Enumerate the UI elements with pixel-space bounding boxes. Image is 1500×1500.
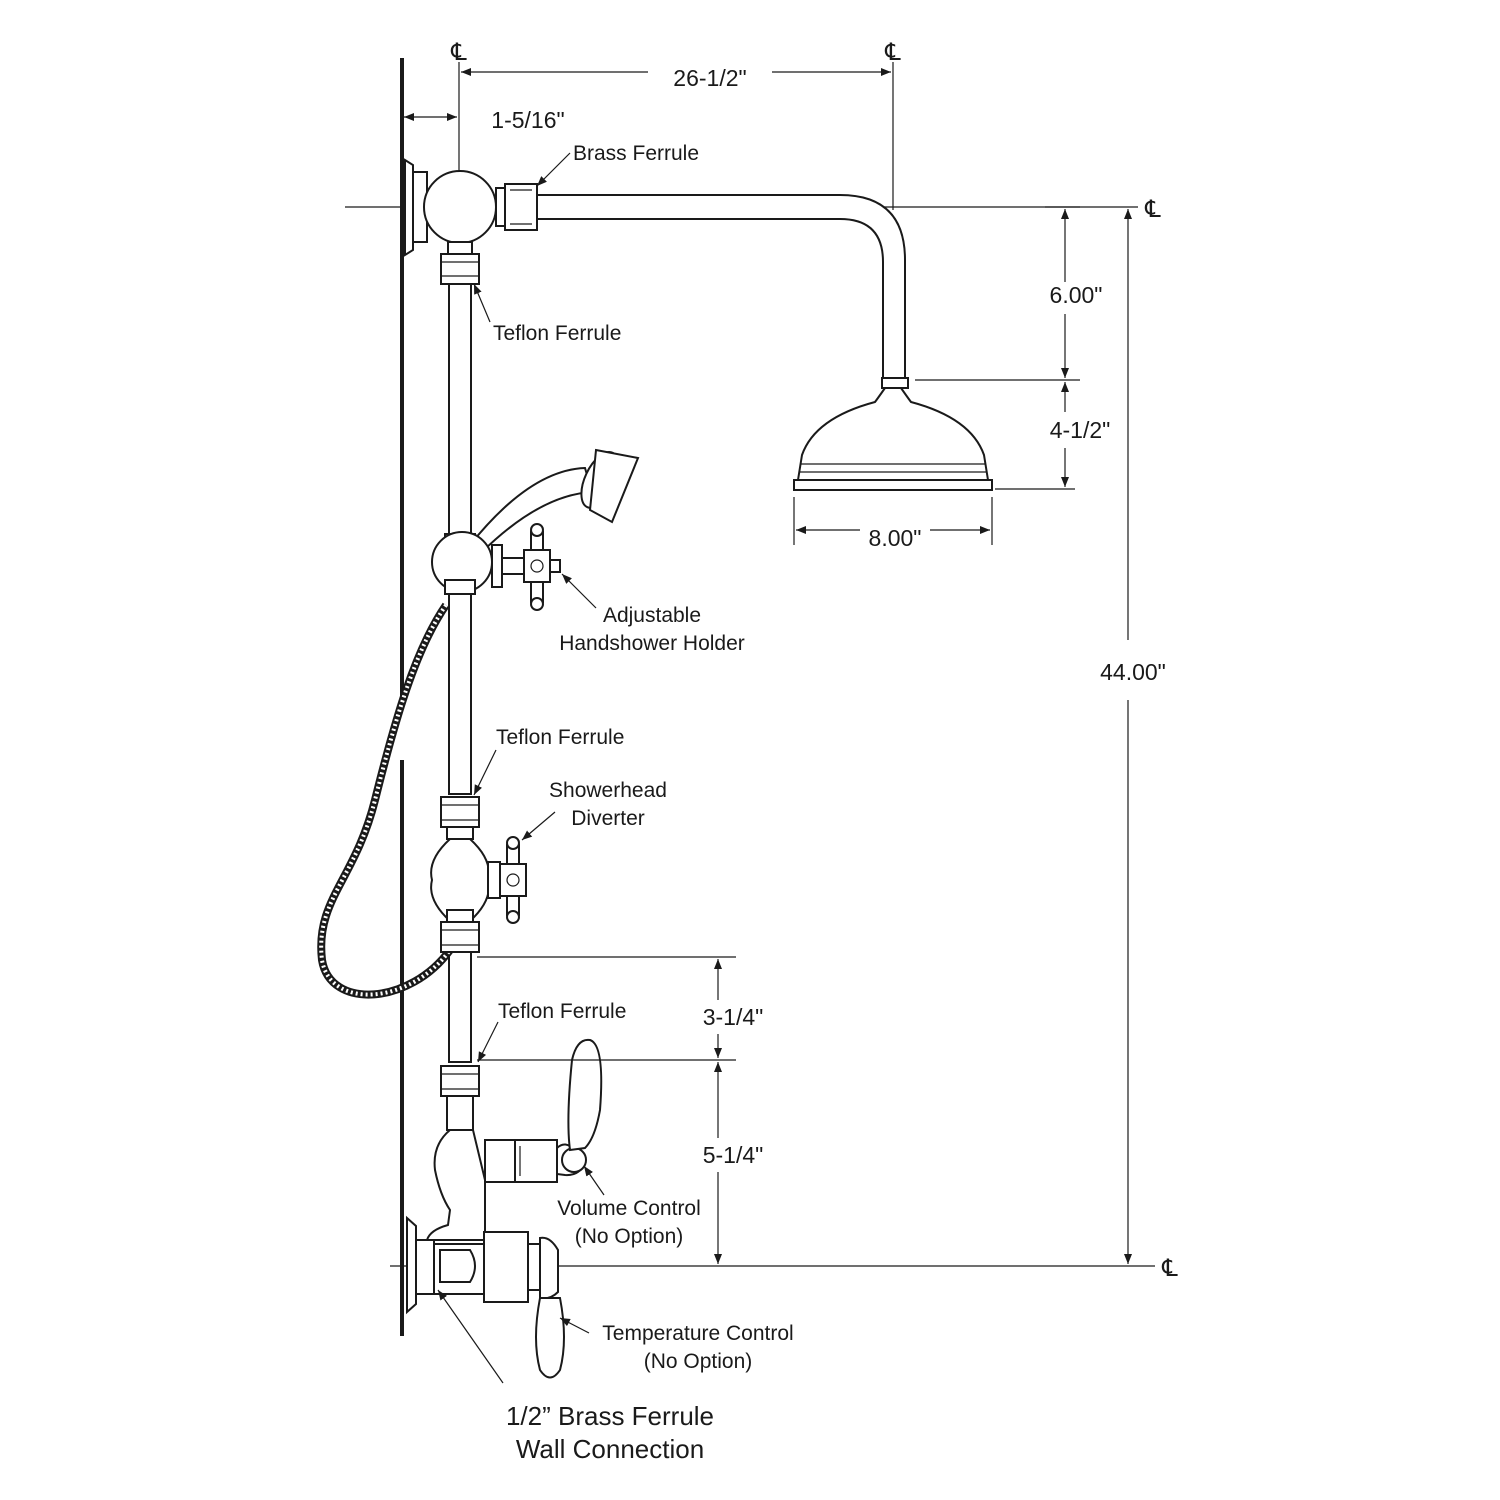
rain-showerhead [793,377,993,491]
centerline-symbol-right-top: ℄ [1144,196,1161,223]
label-teflon-ferrule-mid: Teflon Ferrule [496,726,624,749]
dim-arm-reach: 26-1/2" [673,65,746,91]
label-diverter-2: Diverter [571,807,645,830]
dim-overall-height: 44.00" [1100,659,1166,685]
label-brass-ferrule: Brass Ferrule [573,142,699,165]
label-volume-control-1: Volume Control [557,1197,701,1220]
leader-lines [437,152,605,1384]
label-wall-connection-2: Wall Connection [516,1434,704,1464]
dim-wall-offset: 1-5/16" [491,107,564,133]
centerline-symbol-top-left: ℄ [450,39,467,66]
dim-drop-to-head: 6.00" [1050,282,1103,308]
label-teflon-ferrule-top: Teflon Ferrule [493,322,621,345]
dim-head-diameter: 8.00" [869,525,922,551]
label-adjustable-holder-1: Adjustable [603,604,701,627]
riser-pipe [440,241,480,1063]
handshower-holder [431,448,640,611]
handshower-hose [317,602,454,999]
dimension-lines [404,68,1132,1264]
label-volume-control-2: (No Option) [575,1225,684,1248]
label-teflon-ferrule-low: Teflon Ferrule [498,1000,626,1023]
dim-valve-spacing: 5-1/4" [703,1142,764,1168]
showerhead-diverter [430,796,527,953]
dim-head-height: 4-1/2" [1050,417,1111,443]
centerline-symbol-right-bottom: ℄ [1161,1255,1178,1282]
label-diverter-1: Showerhead [549,779,667,802]
dim-ferrule-spacing: 3-1/4" [703,1004,764,1030]
centerline-symbol-top-right: ℄ [884,39,901,66]
label-wall-connection-1: 1/2” Brass Ferrule [506,1401,714,1431]
label-adjustable-holder-2: Handshower Holder [559,632,745,655]
label-temperature-control-2: (No Option) [644,1350,753,1373]
upper-wall-elbow [404,158,906,379]
label-temperature-control-1: Temperature Control [602,1322,793,1345]
mixing-valve [406,1038,603,1379]
